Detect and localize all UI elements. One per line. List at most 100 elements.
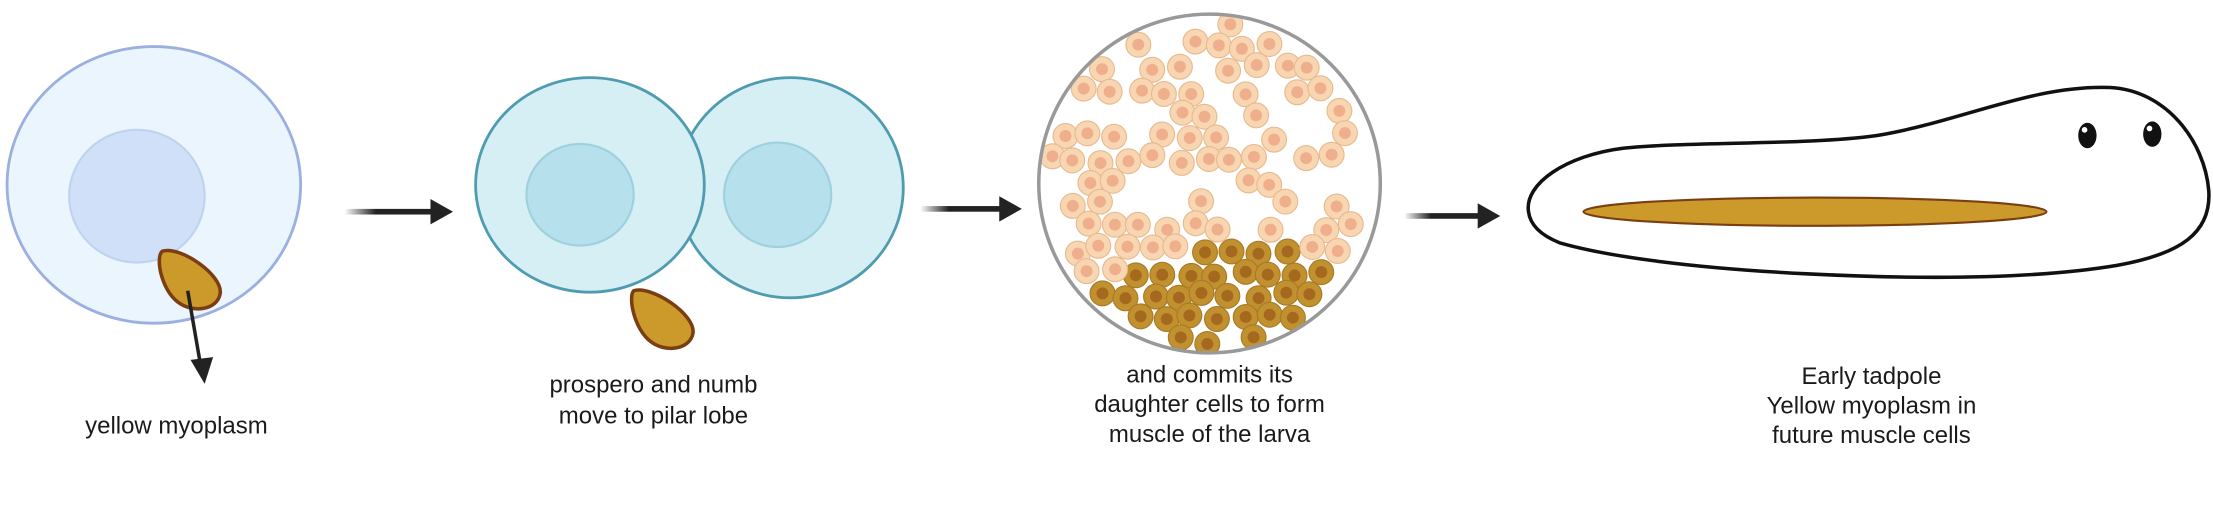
- cell-icon: [1299, 233, 1326, 260]
- cell-icon: [1256, 171, 1283, 198]
- cell-icon: [1204, 216, 1231, 243]
- cell-icon: [1273, 279, 1300, 306]
- cell-icon: [1284, 79, 1311, 106]
- arrow-right-icon: [920, 196, 1022, 222]
- cell-icon: [1188, 188, 1215, 215]
- cell-icon: [1261, 126, 1288, 153]
- cell-icon: [1307, 75, 1334, 102]
- arrow-right-icon: [344, 199, 454, 225]
- cell-icon: [1240, 143, 1267, 170]
- cell-icon: [1059, 147, 1086, 174]
- cell-icon: [1318, 141, 1345, 168]
- cell-icon: [1243, 102, 1270, 129]
- cell-icon: [1257, 216, 1284, 243]
- nucleus-right: [722, 141, 833, 249]
- cell-icon: [1228, 35, 1255, 62]
- cell-icon: [1086, 188, 1113, 215]
- cell-icon: [1217, 15, 1244, 38]
- cell-icon: [1089, 280, 1116, 307]
- cell-icon: [1102, 256, 1129, 283]
- egg-nucleus: [68, 128, 206, 264]
- cell-icon: [1191, 103, 1218, 130]
- eye-icon: [2143, 121, 2162, 147]
- cell-icon: [1337, 211, 1364, 238]
- cell-icon: [1203, 306, 1230, 333]
- cell-icon: [1168, 149, 1195, 176]
- stage-label: Yellow myoplasm in: [1767, 393, 1977, 420]
- cell-icon: [1099, 167, 1126, 194]
- cell-icon: [1125, 31, 1152, 58]
- stage-label: future muscle cells: [1772, 422, 1971, 449]
- cell-icon: [1089, 56, 1115, 83]
- cell-icon: [1331, 120, 1358, 147]
- stage-label: daughter cells to form: [1094, 391, 1325, 418]
- cell-icon: [1149, 121, 1176, 148]
- cell-icon: [1127, 303, 1154, 330]
- stage-label: prospero and numb: [549, 371, 757, 398]
- cell-icon: [1182, 210, 1209, 237]
- cell-icon: [1114, 233, 1141, 260]
- cell-icon: [1243, 52, 1270, 79]
- stage-egg: yellow myoplasm: [5, 45, 303, 439]
- yellow-myoplasm-droplet: [157, 248, 222, 311]
- cell-icon: [1101, 211, 1128, 238]
- cell-icon: [1169, 99, 1196, 126]
- stage-label: Early tadpole: [1801, 363, 1941, 390]
- cell-icon: [1176, 302, 1203, 329]
- cell-icon: [1166, 53, 1193, 80]
- myoplasm-muscle-band: [1582, 196, 2048, 227]
- cell-icon: [1188, 279, 1215, 306]
- cell-icon: [1256, 31, 1283, 57]
- cell-icon: [1232, 258, 1259, 285]
- cell-icon: [1326, 97, 1353, 124]
- cell-icon: [1232, 81, 1259, 108]
- cell-icon: [1115, 148, 1142, 175]
- cell-icon: [1139, 234, 1166, 261]
- cell-icon: [1176, 125, 1203, 152]
- cell-icon: [1293, 145, 1320, 172]
- cell-icon: [1139, 56, 1166, 83]
- cell-icon: [1232, 303, 1259, 330]
- cell-icon: [1254, 261, 1281, 288]
- cell-icon: [1085, 232, 1112, 259]
- cell-icon: [1203, 124, 1230, 151]
- eye-icon: [2078, 122, 2097, 149]
- stage-label: and commits its: [1126, 361, 1293, 388]
- cell-icon: [1070, 75, 1097, 102]
- cell-icon: [1308, 259, 1335, 286]
- cell-icon: [1272, 188, 1299, 215]
- cell-icon: [1215, 146, 1242, 173]
- cell-icon: [1040, 143, 1066, 170]
- cell-icon: [1112, 285, 1139, 312]
- cell-icon: [1096, 78, 1123, 105]
- cell-icon: [1153, 306, 1180, 333]
- tadpole-body: [1526, 85, 2211, 280]
- cell-icon: [1122, 262, 1149, 289]
- stage-tadpole: Early tadpole Yellow myoplasm in future …: [1526, 85, 2211, 449]
- cell-icon: [1218, 238, 1245, 265]
- cell-icon: [1279, 304, 1306, 331]
- cell-icon: [1313, 217, 1340, 244]
- cell-icon: [1215, 57, 1242, 84]
- cell-icon: [1205, 32, 1232, 59]
- cell-icon: [1195, 145, 1222, 172]
- stage-cell-population: and commits its daughter cells to form m…: [1036, 12, 1383, 448]
- cell-icon: [1101, 123, 1128, 150]
- cell-icon: [1192, 239, 1219, 266]
- cell-icon: [1167, 324, 1194, 351]
- cell-icon: [1274, 52, 1301, 79]
- cell-icon: [1323, 193, 1350, 220]
- cell-icon: [1074, 120, 1101, 147]
- cell-cluster: [1040, 15, 1364, 352]
- cell-icon: [1059, 192, 1086, 219]
- arrow-right-icon: [1404, 203, 1501, 229]
- eye-highlight: [2081, 127, 2088, 133]
- down-arrow-shaft: [185, 290, 203, 365]
- down-arrow-icon: [190, 357, 214, 384]
- cell-icon: [1256, 301, 1283, 328]
- cell-icon: [1124, 211, 1151, 238]
- stage-label: move to pilar lobe: [559, 402, 748, 429]
- cell-icon: [1162, 233, 1189, 260]
- cell-icon: [1139, 142, 1166, 169]
